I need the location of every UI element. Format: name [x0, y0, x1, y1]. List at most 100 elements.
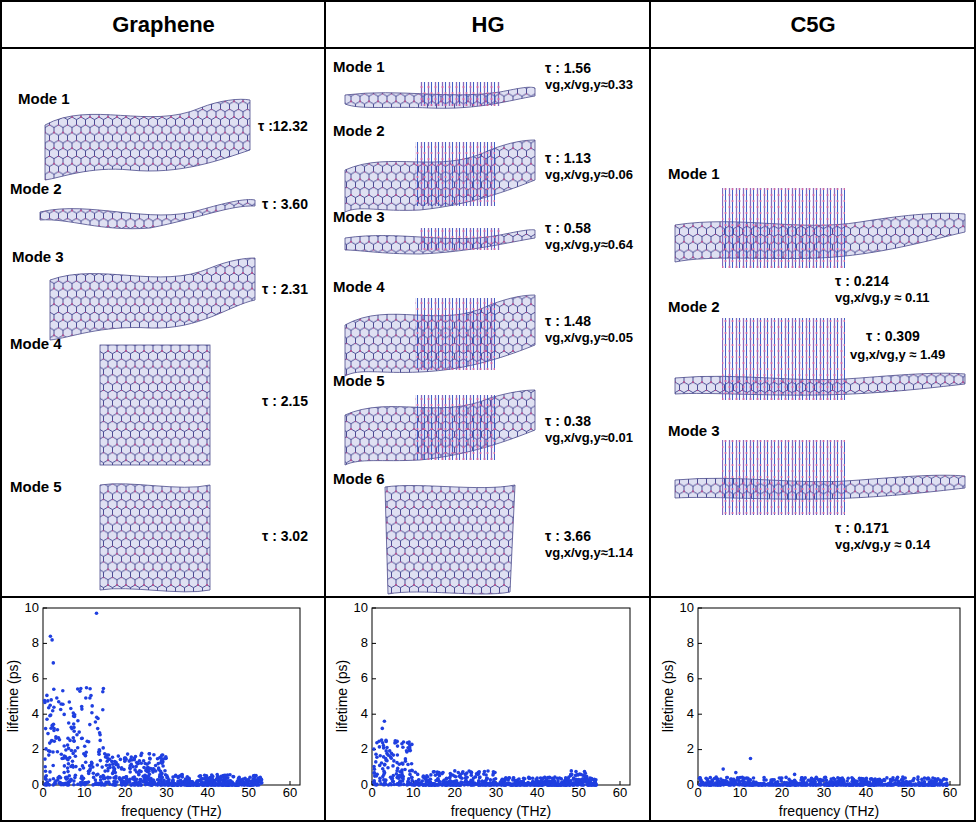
data-point [83, 744, 87, 748]
data-point [114, 761, 118, 765]
data-point [152, 767, 156, 771]
data-point [556, 783, 560, 787]
tick-mark [43, 608, 47, 609]
data-point [384, 758, 388, 762]
data-point [760, 783, 764, 787]
data-point [372, 771, 376, 775]
data-point [378, 745, 382, 749]
data-point [385, 746, 389, 750]
tick-mark [290, 781, 291, 785]
tick-mark [698, 714, 702, 715]
data-point [505, 777, 509, 781]
data-point [72, 779, 76, 783]
data-point [159, 770, 163, 774]
data-point [95, 612, 99, 616]
data-point [467, 769, 471, 773]
data-point [108, 766, 112, 770]
data-point [72, 722, 76, 726]
data-point [197, 783, 201, 787]
data-point [416, 773, 420, 777]
data-point [120, 766, 124, 770]
data-point [441, 780, 445, 784]
data-point [383, 763, 387, 767]
data-point [189, 780, 193, 784]
data-point [140, 752, 144, 756]
data-point [66, 770, 70, 774]
data-point [43, 765, 47, 769]
data-point [583, 770, 587, 774]
data-point [492, 778, 496, 782]
data-point [66, 743, 70, 747]
tick-mark [43, 643, 47, 644]
data-point [103, 783, 107, 787]
data-point [433, 783, 437, 787]
data-point [453, 774, 457, 778]
data-point [50, 739, 54, 743]
data-point [384, 739, 388, 743]
data-point [133, 758, 137, 762]
data-point [97, 753, 101, 757]
data-point [96, 717, 100, 721]
tick-mark [372, 714, 376, 715]
data-point [72, 736, 76, 740]
data-point [410, 779, 414, 783]
data-point [486, 769, 490, 773]
data-point [157, 762, 161, 766]
data-point [372, 747, 376, 751]
data-point [247, 778, 251, 782]
data-point [433, 783, 437, 787]
data-point [381, 741, 385, 745]
data-point [137, 781, 141, 785]
data-point [242, 777, 246, 781]
data-point [72, 711, 76, 715]
data-point [67, 747, 71, 751]
data-point [237, 777, 241, 781]
data-point [221, 782, 225, 786]
data-point [118, 777, 122, 781]
data-point [432, 770, 436, 774]
data-point [90, 711, 94, 715]
data-point [572, 781, 576, 785]
data-point [395, 776, 399, 780]
data-point [401, 762, 405, 766]
data-point [383, 783, 387, 787]
tick-mark [372, 678, 376, 679]
data-point [102, 687, 106, 691]
data-point [585, 779, 589, 783]
data-point [65, 776, 69, 780]
data-point [95, 773, 99, 777]
data-point [98, 733, 102, 737]
data-point [408, 746, 412, 750]
data-point [570, 769, 574, 773]
data-point [378, 754, 382, 758]
tick-mark [698, 749, 702, 750]
tick-mark [43, 714, 47, 715]
data-point [223, 776, 227, 780]
data-point [236, 780, 240, 784]
data-point [143, 762, 147, 766]
data-point [118, 776, 122, 780]
data-point [73, 776, 77, 780]
data-point [133, 768, 137, 772]
data-point [106, 781, 110, 785]
data-point [49, 726, 53, 730]
data-point [70, 727, 74, 731]
data-point [50, 638, 54, 642]
data-point [594, 783, 598, 787]
data-point [154, 783, 158, 787]
data-point [48, 714, 52, 718]
data-point [372, 765, 376, 769]
data-point [382, 778, 386, 782]
data-point [385, 752, 389, 756]
data-point [134, 765, 138, 769]
data-point [395, 782, 399, 786]
data-point [133, 775, 137, 779]
data-point [147, 761, 151, 765]
data-point [51, 750, 55, 754]
data-point [49, 713, 53, 717]
data-point [932, 783, 936, 787]
data-point [128, 770, 132, 774]
data-point [433, 783, 437, 787]
data-point [395, 761, 399, 765]
data-point [511, 783, 515, 787]
